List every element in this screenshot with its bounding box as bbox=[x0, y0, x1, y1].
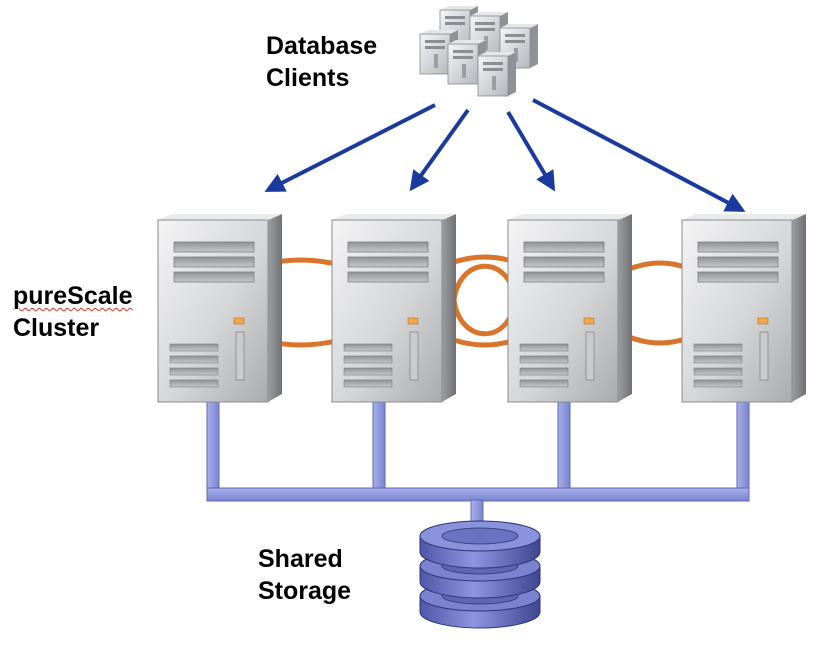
tower-server-icon bbox=[157, 213, 283, 403]
server-cluster-icon bbox=[419, 5, 539, 97]
shared-storage-label-line2: Storage bbox=[258, 577, 352, 605]
client-connection-arrows bbox=[264, 98, 746, 212]
purescale-cluster-label-line1: pureScale bbox=[13, 282, 133, 310]
tower-server-icon bbox=[331, 213, 457, 403]
shared-storage-label: Shared Storage bbox=[258, 543, 351, 607]
shared-storage-label-line1: Shared bbox=[258, 545, 343, 573]
purescale-cluster-label: pureScale Cluster bbox=[13, 280, 133, 344]
tower-server-icon bbox=[681, 213, 807, 403]
database-disk-stack-icon bbox=[419, 520, 541, 629]
tower-server-icon bbox=[507, 213, 633, 403]
database-clients-label-line2: Clients bbox=[266, 64, 350, 92]
database-clients-label: Database Clients bbox=[266, 30, 377, 94]
cluster-servers bbox=[157, 213, 807, 403]
database-clients-label-line1: Database bbox=[266, 32, 378, 60]
purescale-cluster-label-line2: Cluster bbox=[13, 314, 100, 342]
